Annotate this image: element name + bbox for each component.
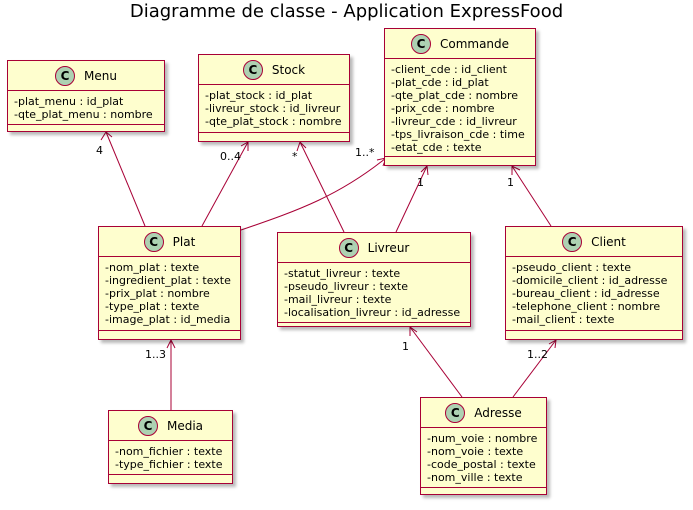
class-header: C Plat <box>99 227 240 257</box>
attribute: -prix_plat : nombre <box>105 287 210 300</box>
attribute: -type_fichier : texte <box>115 458 223 471</box>
multiplicity-label: 4 <box>96 144 103 157</box>
attribute: -qte_plat_menu : nombre <box>14 108 153 121</box>
attribute: -nom_fichier : texte <box>115 445 223 458</box>
attribute: -plat_stock : id_plat <box>205 89 313 102</box>
multiplicity-label: 0..4 <box>220 150 241 163</box>
class-badge-icon: C <box>445 402 466 423</box>
association-plat-commande: 1..* <box>240 146 387 231</box>
attribute: -num_voie : nombre <box>427 432 538 445</box>
attribute: -tps_livraison_cde : time <box>391 128 525 141</box>
association-livreur-stock: * <box>292 141 345 233</box>
class-adresse: C Adresse -num_voie : nombre -nom_voie :… <box>420 397 547 495</box>
class-name: Plat <box>172 234 196 249</box>
multiplicity-label: 1..2 <box>527 348 548 361</box>
class-badge-icon: C <box>338 237 359 258</box>
class-attributes: -num_voie : nombre -nom_voie : texte -co… <box>421 428 546 488</box>
class-name: Client <box>591 234 626 249</box>
attribute: -pseudo_livreur : texte <box>284 280 408 293</box>
class-header: C Client <box>506 227 682 257</box>
association-adresse-client: 1..2 <box>512 339 557 398</box>
attribute: -bureau_client : id_adresse <box>512 287 660 300</box>
class-name: Adresse <box>474 405 522 420</box>
association-livreur-commande: 1 <box>395 164 429 233</box>
attribute: -nom_plat : texte <box>105 261 200 274</box>
attribute: -ingredient_plat : texte <box>105 274 231 287</box>
class-header: C Menu <box>8 61 164 91</box>
class-header: C Media <box>109 411 232 441</box>
multiplicity-label: 1 <box>402 340 409 353</box>
diagram-title: Diagramme de classe - Application Expres… <box>129 1 564 22</box>
attribute: -livreur_cde : id_livreur <box>391 115 517 128</box>
class-attributes: -statut_livreur : texte -pseudo_livreur … <box>278 263 470 323</box>
attribute: -statut_livreur : texte <box>284 267 401 280</box>
class-attributes: -nom_fichier : texte -type_fichier : tex… <box>109 441 232 475</box>
attribute: -nom_voie : texte <box>427 445 524 458</box>
class-attributes: -pseudo_client : texte -domicile_client … <box>506 257 682 331</box>
class-attributes: -nom_plat : texte -ingredient_plat : tex… <box>99 257 240 331</box>
attribute: -prix_cde : nombre <box>391 102 495 115</box>
class-attributes: -plat_menu : id_plat -qte_plat_menu : no… <box>8 91 164 125</box>
attribute: -client_cde : id_client <box>391 63 507 76</box>
association-media-plat: 1..3 <box>145 338 176 410</box>
attribute: -qte_plat_stock : nombre <box>205 115 342 128</box>
class-stock: C Stock -plat_stock : id_plat -livreur_s… <box>198 54 350 142</box>
class-badge-icon: C <box>137 415 158 436</box>
attribute: -pseudo_client : texte <box>512 261 632 274</box>
class-media: C Media -nom_fichier : texte -type_fichi… <box>108 410 233 484</box>
class-livreur: C Livreur -statut_livreur : texte -pseud… <box>277 232 471 327</box>
class-name: Stock <box>271 62 306 77</box>
attribute: -image_plat : id_media <box>105 313 231 326</box>
attribute: -telephone_client : nombre <box>512 300 661 313</box>
class-plat: C Plat -nom_plat : texte -ingredient_pla… <box>98 226 241 340</box>
association-client-commande: 1 <box>507 165 552 227</box>
class-badge-icon: C <box>562 231 583 252</box>
attribute: -plat_menu : id_plat <box>14 95 124 108</box>
association-plat-menu: 4 <box>96 131 146 227</box>
class-badge-icon: C <box>410 33 431 54</box>
attribute: -domicile_client : id_adresse <box>512 274 668 287</box>
class-client: C Client -pseudo_client : texte -domicil… <box>505 226 683 340</box>
multiplicity-label: 1..3 <box>145 348 166 361</box>
multiplicity-label: 1 <box>417 176 424 189</box>
class-header: C Livreur <box>278 233 470 263</box>
class-header: C Commande <box>385 29 535 59</box>
multiplicity-label: * <box>292 150 298 163</box>
association-adresse-livreur: 1 <box>402 326 463 398</box>
class-attributes: -client_cde : id_client -plat_cde : id_p… <box>385 59 535 157</box>
attribute: -mail_client : texte <box>512 313 615 326</box>
class-attributes: -plat_stock : id_plat -livreur_stock : i… <box>199 85 349 133</box>
class-header: C Stock <box>199 55 349 85</box>
attribute: -plat_cde : id_plat <box>391 76 489 89</box>
attribute: -localisation_livreur : id_adresse <box>284 306 461 319</box>
attribute: -mail_livreur : texte <box>284 293 392 306</box>
class-name: Livreur <box>367 240 410 255</box>
attribute: -etat_cde : texte <box>391 141 482 154</box>
class-commande: C Commande -client_cde : id_client -plat… <box>384 28 536 166</box>
class-header: C Adresse <box>421 398 546 428</box>
attribute: -code_postal : texte <box>427 458 536 471</box>
class-name: Menu <box>84 68 117 83</box>
multiplicity-label: 1 <box>507 176 514 189</box>
attribute: -nom_ville : texte <box>427 471 523 484</box>
class-badge-icon: C <box>242 59 263 80</box>
association-plat-stock: 0..4 <box>201 141 249 227</box>
attribute: -livreur_stock : id_livreur <box>205 102 341 115</box>
class-name: Commande <box>439 36 510 51</box>
attribute: -type_plat : texte <box>105 300 200 313</box>
class-name: Media <box>166 418 204 433</box>
class-badge-icon: C <box>55 65 76 86</box>
multiplicity-label: 1..* <box>355 146 375 159</box>
class-menu: C Menu -plat_menu : id_plat -qte_plat_me… <box>7 60 165 132</box>
class-badge-icon: C <box>143 231 164 252</box>
attribute: -qte_plat_cde : nombre <box>391 89 519 102</box>
